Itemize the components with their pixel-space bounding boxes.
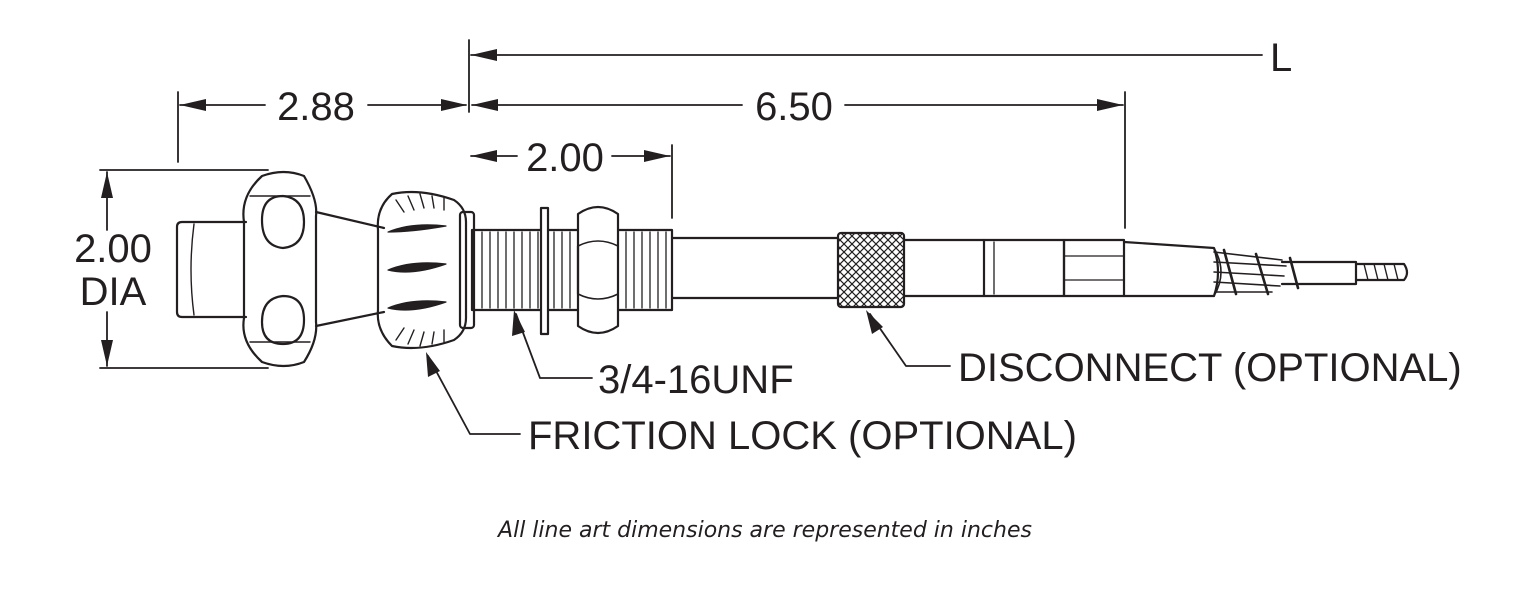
disconnect-fitting: [836, 231, 986, 309]
dimension-knob-length: [177, 91, 467, 163]
leader-friction-lock: [426, 352, 521, 435]
knob-diameter-value: 2.00: [74, 227, 152, 271]
overall-length-label: L: [1270, 36, 1292, 80]
dimension-thread-length: [470, 144, 673, 219]
knob-diameter-unit: DIA: [80, 270, 147, 314]
units-footnote: All line art dimensions are represented …: [498, 518, 1032, 543]
knob-length-label: 2.88: [277, 85, 355, 129]
disconnect-callout: DISCONNECT (OPTIONAL): [958, 346, 1462, 390]
stroke-label: 6.50: [755, 85, 833, 129]
threaded-bushing: [470, 205, 674, 336]
leader-thread: [512, 310, 593, 379]
thread-length-label: 2.00: [526, 136, 604, 180]
leader-disconnect: [866, 310, 951, 367]
friction-lock: [376, 190, 476, 350]
dimension-stroke: [471, 91, 1126, 229]
dimension-knob-diameter: [99, 169, 269, 369]
cable-end: [982, 238, 1409, 298]
control-knob: [175, 170, 386, 368]
dimension-overall-length: [468, 39, 1263, 113]
thread-callout: 3/4-16UNF: [598, 358, 794, 402]
conduit-tube: [670, 236, 840, 300]
friction-lock-callout: FRICTION LOCK (OPTIONAL): [528, 414, 1077, 458]
